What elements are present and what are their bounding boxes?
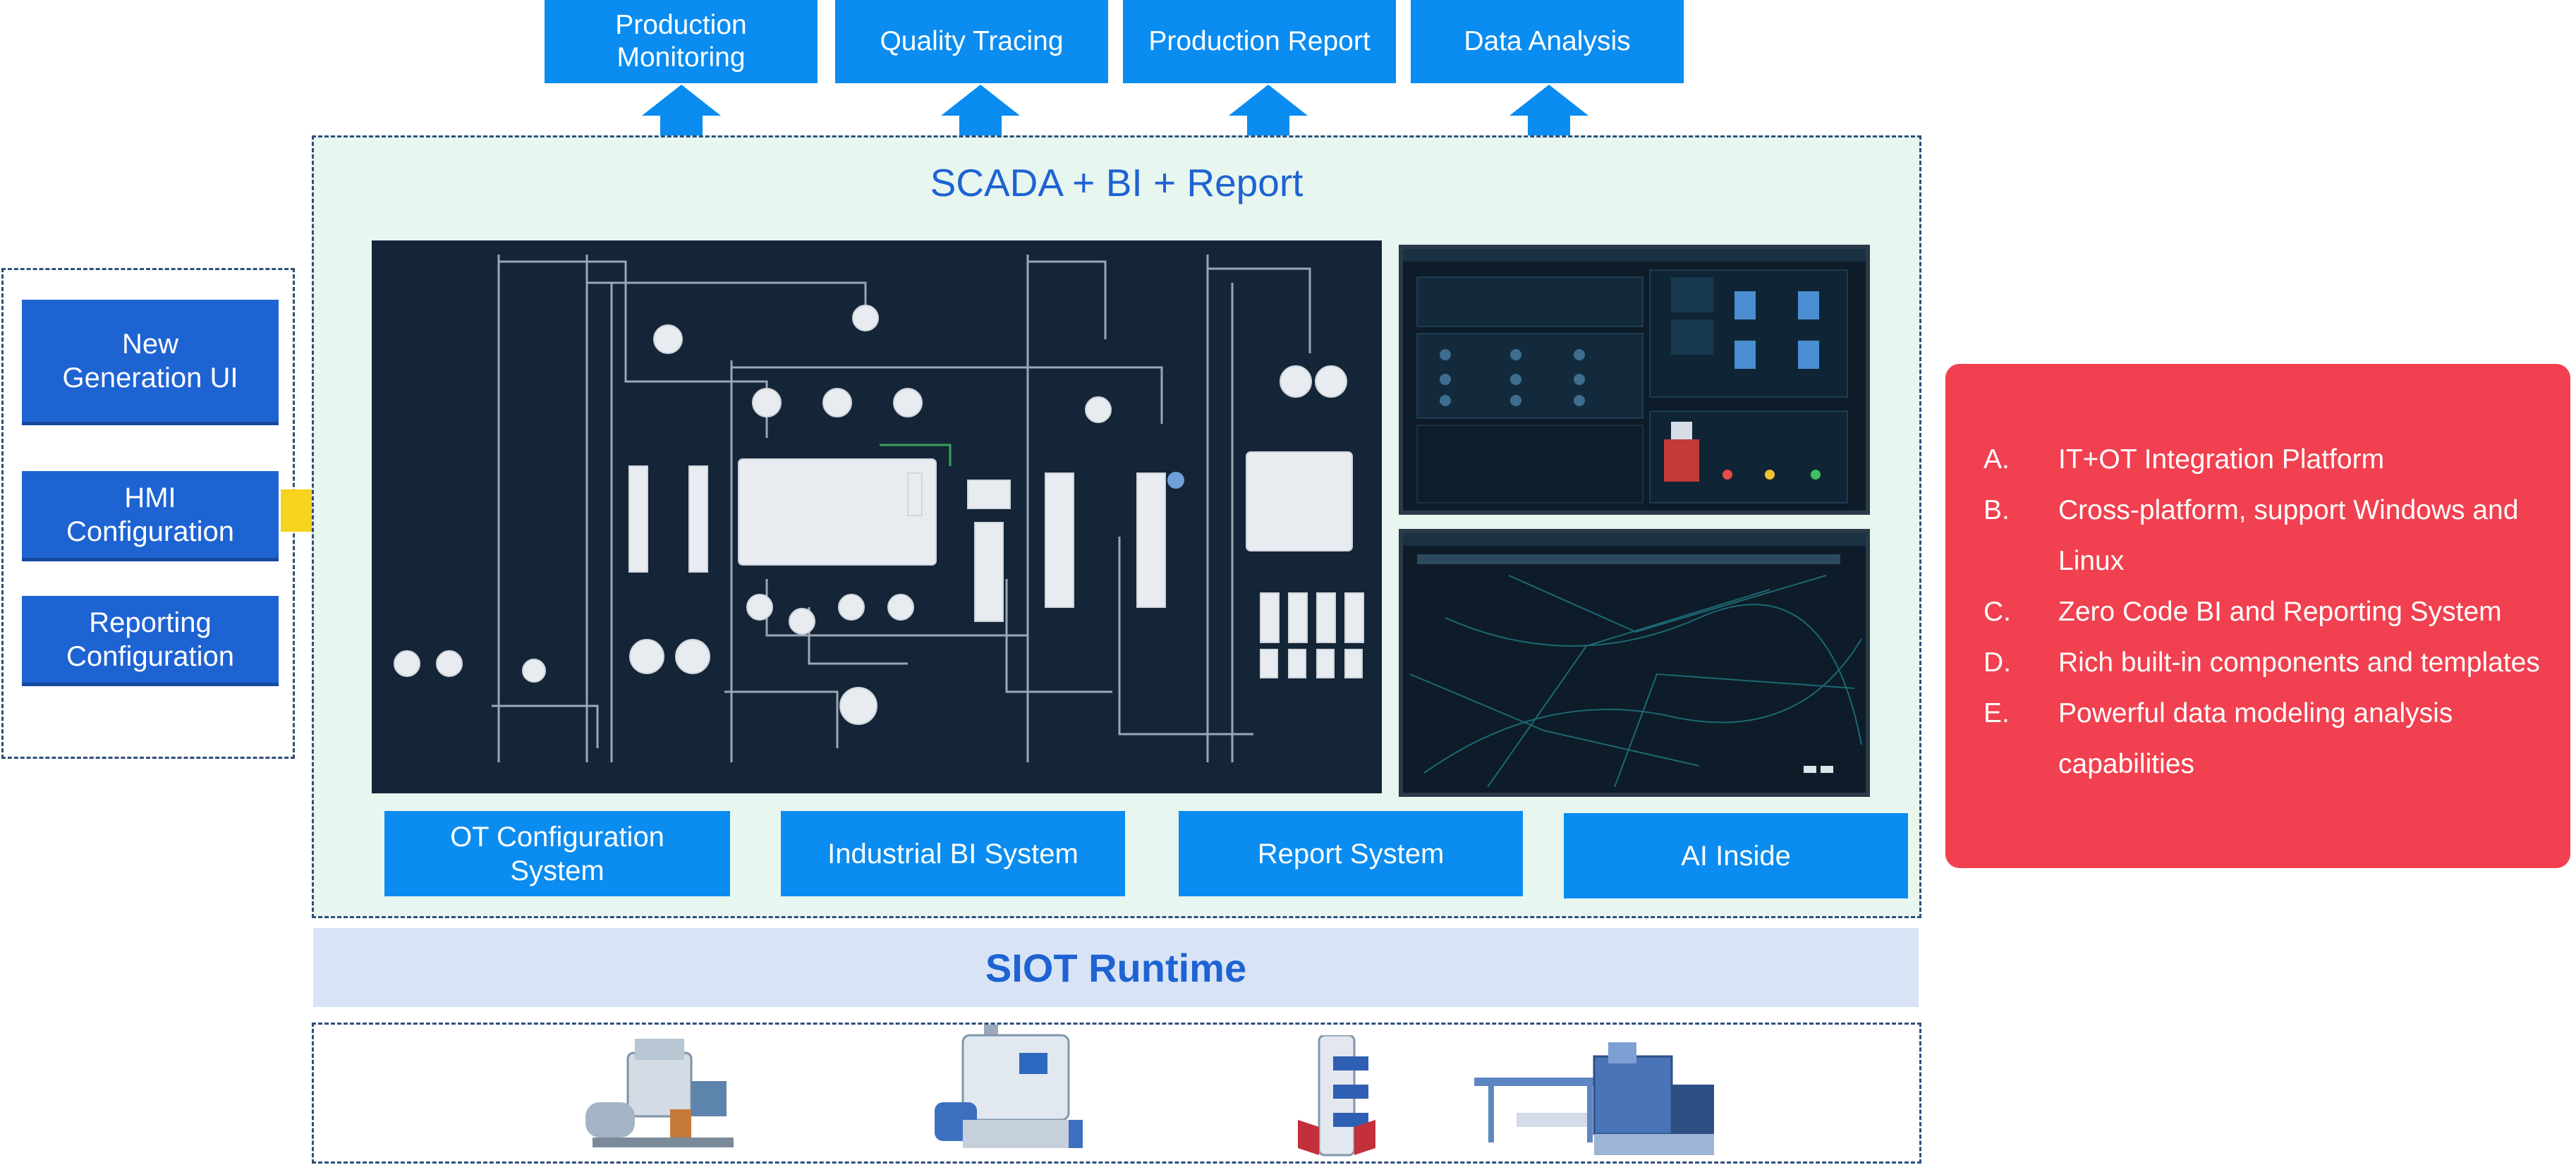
siot-runtime-band: SIOT Runtime bbox=[313, 928, 1919, 1007]
bi-dashboard-thumbnail[interactable] bbox=[1399, 245, 1870, 515]
mixer-icon bbox=[935, 1025, 1083, 1148]
system-label: Industrial BI System bbox=[827, 838, 1079, 870]
left-item-label: HMI Configuration bbox=[66, 482, 234, 547]
output-production-report[interactable]: Production Report bbox=[1123, 0, 1396, 83]
feature-text: Powerful data modeling analysis capabili… bbox=[2058, 698, 2453, 779]
feature-item: D. Rich built-in components and templates bbox=[1983, 638, 2562, 688]
ai-inside-button[interactable]: AI Inside bbox=[1564, 813, 1908, 898]
scada-process-screen[interactable] bbox=[372, 240, 1382, 793]
ot-configuration-system-button[interactable]: OT Configuration System bbox=[384, 811, 730, 896]
report-system-button[interactable]: Report System bbox=[1179, 811, 1523, 896]
output-quality-tracing[interactable]: Quality Tracing bbox=[835, 0, 1108, 83]
scada-container: SCADA + BI + Report bbox=[312, 135, 1921, 918]
feature-key: E. bbox=[1983, 698, 2010, 728]
feature-key: C. bbox=[1983, 597, 2011, 627]
hammer-mill-icon bbox=[585, 1039, 734, 1147]
system-label: Report System bbox=[1257, 838, 1445, 870]
output-production-monitoring[interactable]: Production Monitoring bbox=[545, 0, 818, 83]
feature-item: E. Powerful data modeling analysis capabi… bbox=[1983, 688, 2562, 790]
extruder-line-icon bbox=[1474, 1042, 1714, 1155]
system-label: AI Inside bbox=[1681, 840, 1791, 872]
feature-text: IT+OT Integration Platform bbox=[2058, 444, 2385, 475]
feature-item: A. IT+OT Integration Platform bbox=[1983, 434, 2562, 485]
left-item-label: Reporting Configuration bbox=[66, 606, 234, 672]
pellet-cooler-icon bbox=[1298, 1035, 1375, 1157]
feature-panel: A. IT+OT Integration Platform B. Cross-pla… bbox=[1945, 364, 2570, 868]
feature-list: A. IT+OT Integration Platform B. Cross-pla… bbox=[1983, 434, 2562, 790]
industrial-bi-system-button[interactable]: Industrial BI System bbox=[781, 811, 1125, 896]
report-map-preview bbox=[1403, 533, 1866, 788]
output-label: Quality Tracing bbox=[880, 26, 1064, 56]
bi-dashboard-preview bbox=[1403, 249, 1866, 504]
new-generation-ui-button[interactable]: New Generation UI bbox=[22, 300, 279, 425]
feature-text: Zero Code BI and Reporting System bbox=[2058, 597, 2502, 627]
output-label: Production Monitoring bbox=[615, 10, 747, 73]
feature-key: D. bbox=[1983, 647, 2011, 678]
output-data-analysis[interactable]: Data Analysis bbox=[1411, 0, 1684, 83]
scada-title: SCADA + BI + Report bbox=[930, 161, 1304, 205]
left-item-label: New Generation UI bbox=[62, 328, 238, 394]
reporting-configuration-button[interactable]: Reporting Configuration bbox=[22, 596, 279, 686]
process-flow-diagram bbox=[394, 255, 1364, 762]
feature-item: C. Zero Code BI and Reporting System bbox=[1983, 587, 2562, 638]
runtime-label: SIOT Runtime bbox=[985, 945, 1247, 990]
left-panel: New Generation UI HMI Configuration Repo… bbox=[1, 268, 295, 759]
equipment-row bbox=[312, 1023, 1921, 1164]
output-label: Production Report bbox=[1148, 26, 1371, 56]
feature-text: Rich built-in components and templates bbox=[2058, 647, 2540, 678]
feature-key: B. bbox=[1983, 495, 2010, 525]
report-dashboard-thumbnail[interactable] bbox=[1399, 529, 1870, 797]
hmi-configuration-button[interactable]: HMI Configuration bbox=[22, 471, 279, 561]
output-label: Data Analysis bbox=[1464, 26, 1631, 56]
system-label: OT Configuration System bbox=[450, 821, 664, 886]
feature-key: A. bbox=[1983, 444, 2010, 475]
feature-text: Cross-platform, support Windows and Linu… bbox=[2058, 495, 2519, 576]
feature-item: B. Cross-platform, support Windows and Li… bbox=[1983, 485, 2562, 587]
